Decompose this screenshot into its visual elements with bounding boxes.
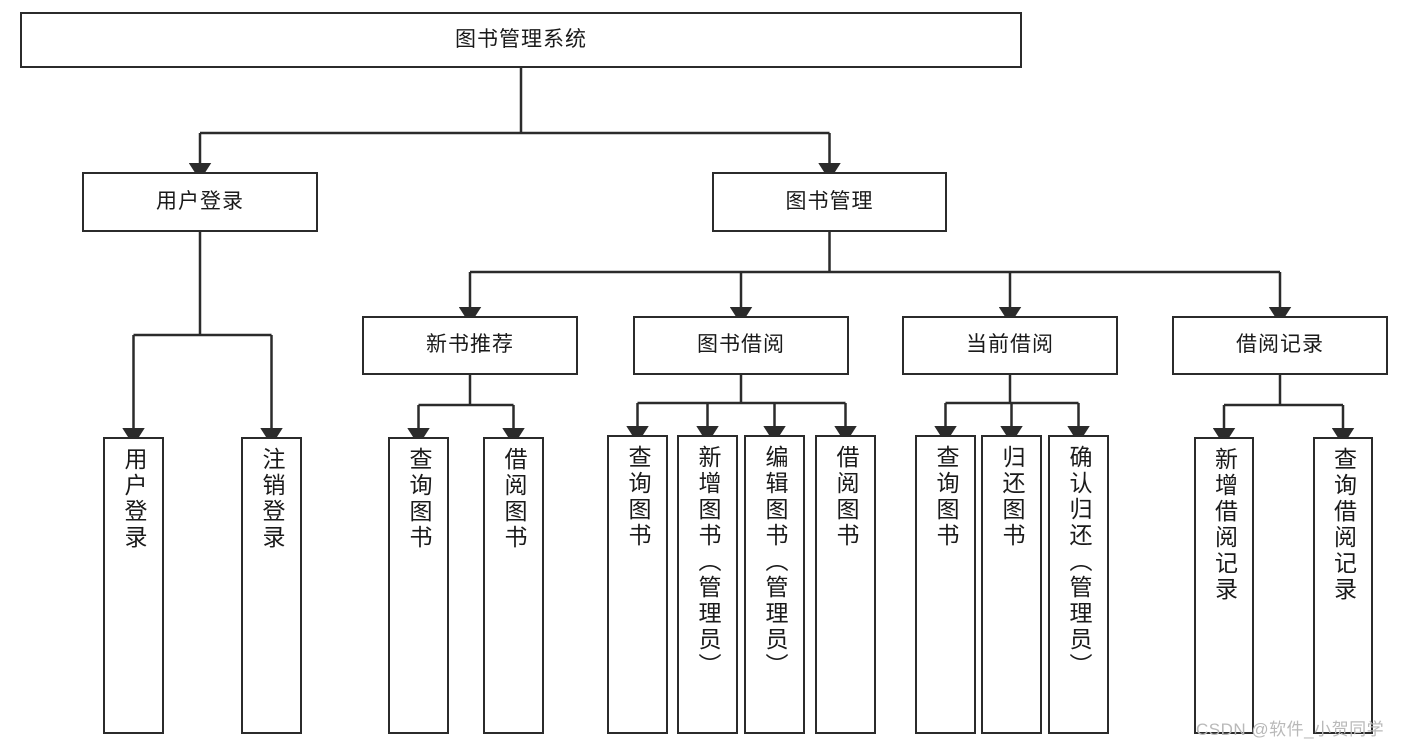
node-label-borrow-2: 新增图书（管理员）	[695, 445, 721, 679]
node-label-current-3: 确认归还（管理员）	[1066, 445, 1092, 679]
node-box-current-3[interactable]: 确认归还（管理员）	[1048, 435, 1109, 734]
node-label-newbook-2: 借阅图书	[501, 447, 527, 551]
node-label-login-1: 用户登录	[121, 447, 147, 551]
node-box-login-2[interactable]: 注销登录	[241, 437, 302, 734]
node-label-borrow-4: 借阅图书	[833, 445, 859, 549]
node-box-root[interactable]: 图书管理系统	[20, 12, 1022, 68]
node-label-bookmgmt: 图书管理	[785, 189, 874, 213]
node-label-newbook-1: 查询图书	[406, 447, 432, 551]
node-box-login[interactable]: 用户登录	[82, 172, 318, 232]
node-box-bookmgmt[interactable]: 图书管理	[712, 172, 947, 232]
node-label-borrow-1: 查询图书	[625, 445, 651, 549]
node-box-newbook-1[interactable]: 查询图书	[388, 437, 449, 734]
node-box-newbook[interactable]: 新书推荐	[362, 316, 578, 375]
node-label-current: 当前借阅	[966, 333, 1054, 357]
node-box-login-1[interactable]: 用户登录	[103, 437, 164, 734]
node-label-borrow-3: 编辑图书（管理员）	[762, 445, 788, 679]
connector-lines	[122, 68, 1355, 446]
node-label-login: 用户登录	[156, 189, 244, 213]
node-label-record: 借阅记录	[1236, 333, 1324, 357]
node-box-borrow[interactable]: 图书借阅	[633, 316, 849, 375]
node-box-borrow-1[interactable]: 查询图书	[607, 435, 668, 734]
node-label-current-1: 查询图书	[933, 445, 959, 549]
node-box-newbook-2[interactable]: 借阅图书	[483, 437, 544, 734]
node-label-root: 图书管理系统	[455, 27, 587, 51]
node-box-record-1[interactable]: 新增借阅记录	[1194, 437, 1254, 734]
node-box-current-1[interactable]: 查询图书	[915, 435, 976, 734]
node-box-record-2[interactable]: 查询借阅记录	[1313, 437, 1373, 734]
node-box-borrow-2[interactable]: 新增图书（管理员）	[677, 435, 738, 734]
node-box-borrow-3[interactable]: 编辑图书（管理员）	[744, 435, 805, 734]
node-box-current[interactable]: 当前借阅	[902, 316, 1118, 375]
node-box-current-2[interactable]: 归还图书	[981, 435, 1042, 734]
node-label-newbook: 新书推荐	[426, 333, 514, 357]
node-box-record[interactable]: 借阅记录	[1172, 316, 1388, 375]
watermark-text: CSDN @软件_小贺同学	[1196, 720, 1385, 739]
node-label-borrow: 图书借阅	[697, 333, 785, 357]
node-label-login-2: 注销登录	[259, 447, 285, 551]
node-label-current-2: 归还图书	[999, 445, 1025, 549]
node-box-borrow-4[interactable]: 借阅图书	[815, 435, 876, 734]
node-label-record-2: 查询借阅记录	[1330, 447, 1357, 603]
node-label-record-1: 新增借阅记录	[1211, 447, 1238, 603]
